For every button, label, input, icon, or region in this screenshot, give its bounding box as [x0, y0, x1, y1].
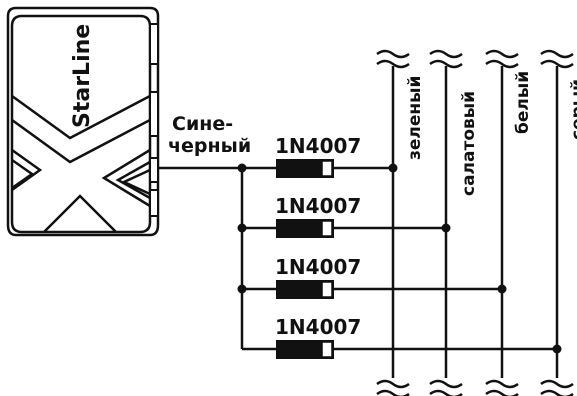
diode-body — [276, 159, 334, 178]
output-wire: Сине- черный — [158, 113, 251, 170]
diode-common-bus — [237, 163, 247, 349]
decorative-chevrons — [11, 94, 151, 233]
break-mark-bottom — [376, 379, 410, 396]
bus-wire-4: серый — [540, 49, 577, 396]
diode-cathode-band — [321, 281, 333, 298]
diode-body — [276, 219, 334, 238]
diode-label: 1N4007 — [275, 315, 361, 339]
connector-tabs — [149, 23, 159, 217]
break-mark-top — [429, 49, 463, 69]
bus-wire-label: зеленый — [405, 76, 425, 160]
starline-unit: StarLine — [6, 6, 160, 237]
diode-label: 1N4007 — [275, 194, 361, 218]
diode-cathode-band — [321, 160, 333, 177]
break-mark-top — [376, 49, 410, 69]
diode-cathode-band — [321, 220, 333, 237]
bus-wire-2: салатовый — [429, 49, 479, 396]
diode-label: 1N4007 — [275, 134, 361, 158]
bus-wire-label: салатовый — [459, 91, 479, 196]
bus-wire-1: зеленый — [376, 49, 425, 396]
bus-wire-3: белый — [485, 49, 533, 396]
break-mark-bottom — [540, 379, 574, 396]
diode-body — [276, 280, 334, 299]
diode-row-4: 1N4007 — [242, 315, 562, 359]
diode-row-2: 1N4007 — [242, 194, 451, 238]
break-mark-bottom — [485, 379, 519, 396]
break-mark-top — [540, 49, 574, 69]
break-mark-top — [485, 49, 519, 69]
diode-row-1: 1N4007 — [242, 134, 398, 178]
diode-row-3: 1N4007 — [242, 255, 507, 299]
output-wire-label-line2: черный — [168, 135, 251, 157]
brand-logo: StarLine — [70, 24, 95, 128]
output-wire-label-line1: Сине- — [172, 113, 233, 135]
diode-body — [276, 340, 334, 359]
bus-wire-label: серый — [568, 79, 577, 140]
diode-cathode-band — [321, 341, 333, 358]
diode-label: 1N4007 — [275, 255, 361, 279]
bus-wire-label: белый — [513, 71, 533, 134]
break-mark-bottom — [429, 379, 463, 396]
